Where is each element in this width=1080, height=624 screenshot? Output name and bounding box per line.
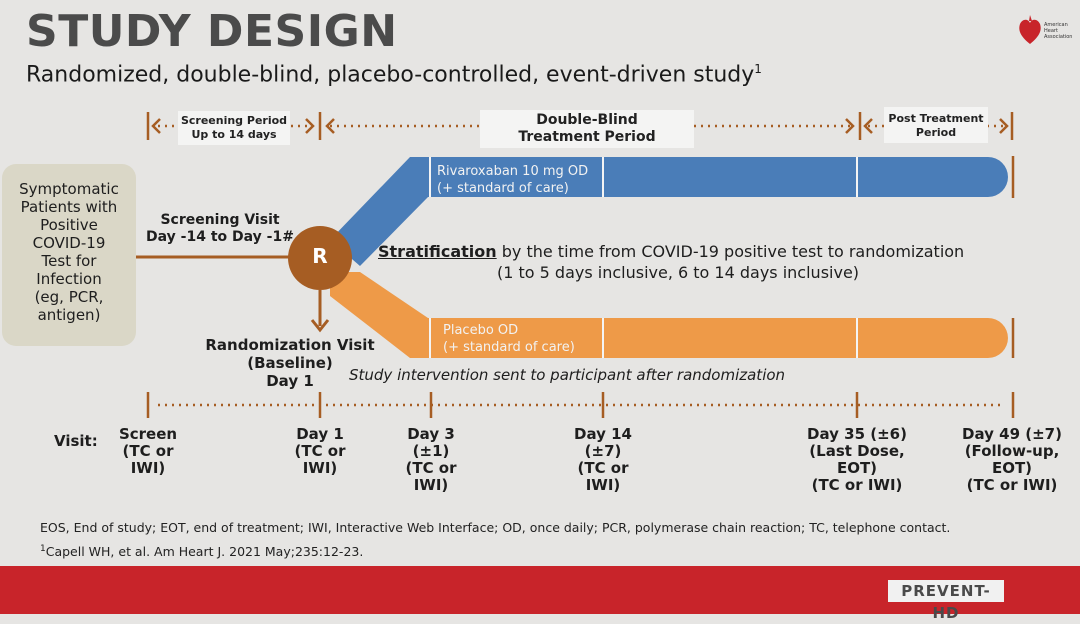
brand-logo: PREVENT-HD: [888, 580, 1004, 622]
arm-dividers: [429, 157, 858, 358]
page-subtitle: Randomized, double-blind, placebo-contro…: [26, 62, 762, 88]
randomization-visit-label: Randomization Visit(Baseline)Day 1: [205, 336, 375, 390]
logo-text: American Heart Association: [1044, 22, 1073, 40]
arrow-head: [999, 118, 1009, 134]
reference-footnote: 1Capell WH, et al. Am Heart J. 2021 May;…: [40, 544, 364, 560]
visit-label: Visit:: [54, 432, 98, 450]
visit-timeline: [146, 392, 1015, 418]
randomize-circle: [288, 226, 352, 290]
arrow-head: [305, 118, 315, 134]
arrow-head: [151, 118, 161, 134]
placebo-arm: [330, 272, 1008, 358]
rivaroxaban-arm: [330, 157, 1008, 266]
rivaroxaban-arm-label: Rivaroxaban 10 mg OD(+ standard of care): [437, 164, 589, 196]
arrow-head: [325, 118, 335, 134]
intervention-note: Study intervention sent to participant a…: [349, 366, 786, 384]
placebo-arm-label: Placebo OD(+ standard of care): [443, 323, 575, 355]
randomize-symbol: R: [312, 244, 328, 268]
page-title: STUDY DESIGN: [26, 6, 398, 57]
heart-torch-icon: [1019, 15, 1041, 44]
stratification-text: Stratification by the time from COVID-19…: [378, 242, 965, 261]
abbreviations-footnote: EOS, End of study; EOT, end of treatment…: [40, 520, 951, 535]
visit-day-49: Day 49 (±7)(Follow-up,EOT)(TC or IWI): [962, 425, 1062, 494]
down-arrow-head: [310, 319, 330, 333]
arrow-head: [845, 118, 855, 134]
stratification-detail: (1 to 5 days inclusive, 6 to 14 days inc…: [497, 263, 860, 282]
arrow-head: [863, 118, 873, 134]
visit-day-35: Day 35 (±6)(Last Dose,EOT)(TC or IWI): [807, 425, 907, 494]
